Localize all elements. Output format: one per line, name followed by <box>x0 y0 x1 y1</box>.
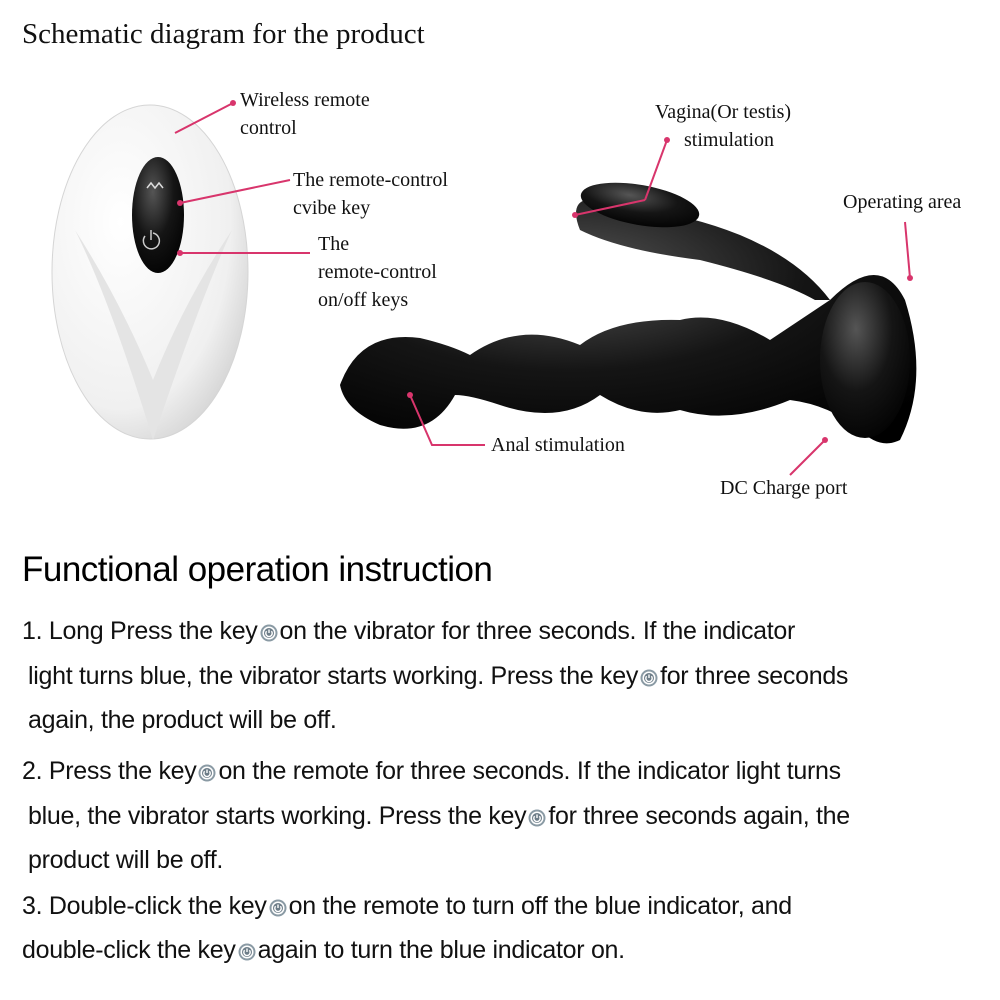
instruction-text: on the remote to turn off the blue indic… <box>288 892 793 920</box>
instruction-text: blue, the vibrator starts working. Press… <box>28 802 527 830</box>
label-line: Vagina(Or testis) <box>655 101 792 123</box>
label-vibe-key: The remote-control cvibe key <box>293 166 448 222</box>
instruction-text: on the remote for three seconds. If the … <box>218 757 841 785</box>
label-dc-charge-port: DC Charge port <box>720 477 848 499</box>
leader-dots <box>177 100 913 443</box>
instruction-text: again to turn the blue indicator on. <box>257 936 626 964</box>
label-operating-area: Operating area <box>843 191 962 213</box>
vibe-icon <box>146 181 164 190</box>
leader-lines <box>174 102 911 476</box>
label-line: Wireless remote <box>240 89 370 111</box>
instructions-heading: Functional operation instruction <box>22 550 493 589</box>
instruction-text: double-click the key <box>22 936 236 964</box>
instruction-3-line: double-click the key again to turn the bl… <box>22 936 625 965</box>
power-key-icon <box>260 620 278 642</box>
power-key-icon <box>238 939 256 961</box>
label-wireless-remote: Wireless remote control <box>240 86 370 142</box>
diagram-title: Schematic diagram for the product <box>22 18 425 50</box>
instruction-text: 3. Double-click the key <box>22 892 267 920</box>
label-line: on/off keys <box>318 289 409 311</box>
label-vagina-stimulation: Vagina(Or testis) stimulation <box>655 98 791 154</box>
instruction-1-line: light turns blue, the vibrator starts wo… <box>28 662 848 691</box>
vibrator-product-image <box>340 182 917 444</box>
remote-control-image <box>51 104 249 440</box>
power-key-icon <box>269 895 287 917</box>
instruction-2-line: blue, the vibrator starts working. Press… <box>28 802 850 831</box>
instruction-text: for three seconds again, the <box>548 802 850 830</box>
label-line: stimulation <box>684 129 774 151</box>
label-onoff-keys: The remote-control on/off keys <box>318 230 437 314</box>
instruction-text: on the vibrator for three seconds. If th… <box>279 617 796 645</box>
label-line: control <box>240 117 297 139</box>
instruction-text: 2. Press the key <box>22 757 197 785</box>
power-icon <box>142 230 161 250</box>
instruction-text: again, the product will be off. <box>28 706 337 734</box>
label-anal-stimulation: Anal stimulation <box>491 434 625 456</box>
product-diagram <box>51 100 917 476</box>
power-key-icon <box>198 760 216 782</box>
instruction-text: for three seconds <box>660 662 849 690</box>
power-key-icon <box>640 665 658 687</box>
instruction-1-line: 1. Long Press the key on the vibrator for… <box>22 617 795 646</box>
instruction-text: product will be off. <box>28 846 224 874</box>
label-line: remote-control <box>318 261 437 283</box>
instruction-text: light turns blue, the vibrator starts wo… <box>28 662 639 690</box>
label-line: The remote-control <box>293 169 448 191</box>
instruction-2-line: product will be off. <box>28 846 223 875</box>
instruction-2-line: 2. Press the key on the remote for three … <box>22 757 841 786</box>
power-key-icon <box>528 805 546 827</box>
instruction-1-line: again, the product will be off. <box>28 706 337 735</box>
instruction-3-line: 3. Double-click the key on the remote to … <box>22 892 792 921</box>
instruction-text: 1. Long Press the key <box>22 617 258 645</box>
label-line: The <box>318 233 350 255</box>
label-line: cvibe key <box>293 197 371 219</box>
